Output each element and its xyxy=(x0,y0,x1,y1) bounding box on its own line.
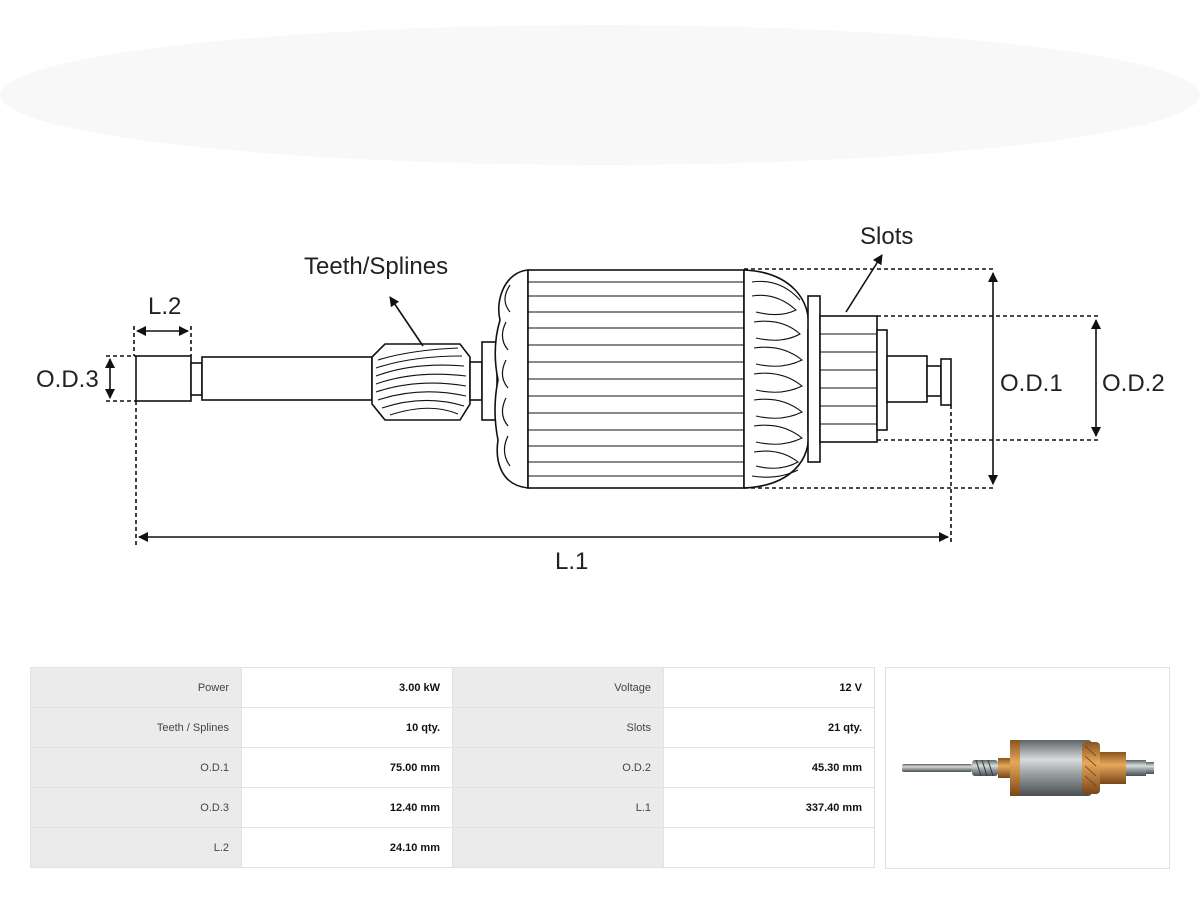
od2-label: O.D.2 xyxy=(1102,370,1165,397)
shaft-end-cap xyxy=(135,355,192,402)
spec-value: 75.00 mm xyxy=(241,747,453,788)
table-row: O.D.1 75.00 mm O.D.2 45.30 mm xyxy=(30,747,875,788)
spec-value: 12 V xyxy=(663,667,875,708)
table-row: Teeth / Splines 10 qty. Slots 21 qty. xyxy=(30,707,875,748)
rear-shaft xyxy=(886,355,928,403)
armature-diagram: Teeth/Splines Slots L.2 O.D.3 O.D.1 O.D.… xyxy=(0,25,1200,575)
spec-key: Teeth / Splines xyxy=(30,707,242,748)
table-row: Power 3.00 kW Voltage 12 V xyxy=(30,667,875,708)
spec-key: O.D.3 xyxy=(30,787,242,828)
spec-key: O.D.2 xyxy=(452,747,664,788)
spec-key: Voltage xyxy=(452,667,664,708)
od1-label: O.D.1 xyxy=(1000,370,1063,397)
commutator-bars xyxy=(820,333,877,425)
spec-value: 3.00 kW xyxy=(241,667,453,708)
slots-label: Slots xyxy=(860,223,913,250)
spec-value: 21 qty. xyxy=(663,707,875,748)
pinion-gear xyxy=(371,343,471,421)
spec-value: 24.10 mm xyxy=(241,827,453,868)
dimension-lines xyxy=(105,254,1101,545)
hairpin-loops xyxy=(751,280,804,478)
spec-value xyxy=(663,827,875,868)
spline-lines xyxy=(375,347,467,416)
l1-label: L.1 xyxy=(555,548,588,575)
left-windings xyxy=(494,269,529,489)
od3-label: O.D.3 xyxy=(36,366,99,393)
teeth-splines-label: Teeth/Splines xyxy=(304,253,448,280)
table-row: L.2 24.10 mm xyxy=(30,827,875,868)
spec-key xyxy=(452,827,664,868)
spec-value: 10 qty. xyxy=(241,707,453,748)
spec-table: Power 3.00 kW Voltage 12 V Teeth / Splin… xyxy=(30,667,875,868)
spec-value: 337.40 mm xyxy=(663,787,875,828)
commutator xyxy=(819,315,878,443)
spec-key: Power xyxy=(30,667,242,708)
shaft xyxy=(201,356,373,401)
pinion-collar xyxy=(469,361,483,401)
armature-drawing xyxy=(135,269,952,489)
core-slot-lines xyxy=(528,281,744,477)
rear-shaft-tip xyxy=(940,358,952,406)
spec-value: 45.30 mm xyxy=(663,747,875,788)
right-windings xyxy=(743,269,810,489)
rear-shaft-neck xyxy=(926,365,942,397)
armature-photo-image xyxy=(902,740,1154,796)
spec-key: O.D.1 xyxy=(30,747,242,788)
shaft-collar xyxy=(190,362,203,396)
product-photo[interactable] xyxy=(885,667,1170,869)
table-row: O.D.3 12.40 mm L.1 337.40 mm xyxy=(30,787,875,828)
rear-flange xyxy=(876,329,888,431)
spec-key: L.2 xyxy=(30,827,242,868)
background-smear xyxy=(0,25,1200,165)
l2-label: L.2 xyxy=(148,293,181,320)
spec-key: L.1 xyxy=(452,787,664,828)
spec-value: 12.40 mm xyxy=(241,787,453,828)
spec-key: Slots xyxy=(452,707,664,748)
commutator-ring xyxy=(807,295,821,463)
